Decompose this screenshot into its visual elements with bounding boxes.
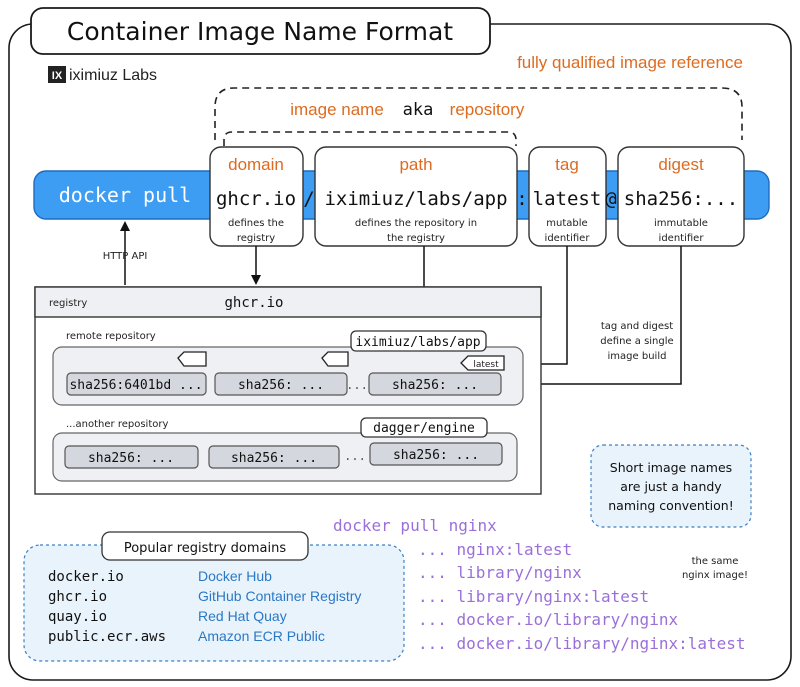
tag-icon: [177, 351, 207, 367]
domain-card: domain ghcr.io defines the registry: [209, 146, 304, 247]
domain-value: ghcr.io: [216, 188, 296, 210]
registry-domain: docker.io: [48, 569, 124, 585]
svg-text:tag and digest: tag and digest: [601, 321, 673, 332]
svg-text:sha256:6401bd ...: sha256:6401bd ...: [69, 378, 202, 393]
latest-tag-icon: [460, 355, 505, 371]
svg-text:are just a handy: are just a handy: [620, 479, 722, 494]
path-label: path: [399, 155, 432, 174]
nginx-equivalent: ... docker.io/library/nginx: [418, 610, 678, 629]
digest-chip: [208, 445, 340, 469]
another-repository-name-box: [360, 417, 488, 438]
svg-text:sha256: ...: sha256: ...: [88, 451, 174, 466]
svg-text:mutable: mutable: [546, 218, 587, 229]
svg-text:image name: image name: [290, 100, 384, 119]
fqir-bracket: [214, 87, 743, 140]
image-name-bracket: [223, 131, 517, 146]
registry-provider: Red Hat Quay: [198, 608, 287, 624]
svg-text:image build: image build: [608, 351, 667, 362]
title-box: Container Image Name Format: [30, 7, 491, 55]
svg-text:IX: IX: [52, 70, 63, 82]
fqir-label: fully qualified image reference: [517, 53, 743, 72]
digest-value: sha256:...: [624, 188, 738, 210]
tag-card: tag latest mutable identifier: [528, 146, 607, 247]
digest-chip: [368, 372, 502, 396]
nginx-note: the same: [692, 556, 739, 567]
domain-label: domain: [228, 155, 284, 174]
registry-domain: ghcr.io: [48, 589, 107, 605]
svg-text:defines the repository in: defines the repository in: [355, 218, 477, 229]
command-text: docker pull: [59, 183, 191, 207]
short-names-note: Short image names are just a handy namin…: [590, 444, 752, 528]
svg-text:sha256: ...: sha256: ...: [231, 451, 317, 466]
path-separator: :: [516, 188, 527, 210]
remote-repository-name-box: [350, 330, 487, 352]
nginx-equivalent: ... nginx:latest: [418, 540, 572, 559]
svg-text:Short image names: Short image names: [610, 460, 732, 475]
latest-tag-label: latest: [473, 360, 499, 370]
digest-card: digest sha256:... immutable identifier: [617, 146, 745, 247]
registry-provider: GitHub Container Registry: [198, 588, 361, 604]
digest-to-build-arrow: [507, 246, 682, 389]
popular-registries-panel: Popular registry domains docker.io Docke…: [23, 531, 405, 662]
digest-chip: [214, 372, 348, 396]
popular-title: Popular registry domains: [124, 541, 287, 556]
another-repository-label: ...another repository: [66, 419, 168, 430]
nginx-equivalent: ... docker.io/library/nginx:latest: [418, 634, 746, 653]
tag-value: latest: [533, 188, 602, 210]
svg-text:identifier: identifier: [545, 233, 591, 244]
logo-text: iximiuz Labs: [69, 67, 157, 84]
svg-text:sha256: ...: sha256: ...: [393, 448, 479, 463]
image-name-label: image name aka repository: [290, 100, 525, 120]
domain-separator: /: [303, 188, 314, 210]
nginx-equivalent: ... library/nginx:latest: [418, 587, 649, 606]
registry-label: registry: [49, 298, 87, 309]
svg-text:naming convention!: naming convention!: [608, 498, 733, 513]
digest-chip: [369, 442, 503, 466]
nginx-command: docker pull nginx: [333, 516, 497, 535]
digest-label: digest: [658, 155, 704, 174]
svg-text:sha256: ...: sha256: ...: [238, 378, 324, 393]
nginx-equivalent: ... library/nginx: [418, 563, 582, 582]
svg-text:immutable: immutable: [654, 218, 708, 229]
tag-label: tag: [555, 155, 579, 174]
svg-text:aka: aka: [403, 100, 434, 120]
remote-repository-name: iximiuz/labs/app: [355, 335, 480, 350]
logo: IX iximiuz Labs: [48, 66, 157, 84]
digest-chip: [64, 445, 199, 469]
http-api-label: HTTP API: [103, 251, 148, 262]
another-repository-name: dagger/engine: [373, 421, 475, 436]
logo-mark-icon: [48, 66, 66, 83]
registry-domain: quay.io: [48, 609, 107, 625]
svg-text:sha256: ...: sha256: ...: [392, 378, 478, 393]
path-card: path iximiuz/labs/app defines the reposi…: [314, 146, 518, 247]
registry-provider: Docker Hub: [198, 568, 272, 584]
registry-name: ghcr.io: [224, 295, 283, 311]
remote-repository-label: remote repository: [66, 331, 156, 342]
svg-text:identifier: identifier: [659, 233, 705, 244]
tag-separator: @: [605, 188, 616, 210]
ellipsis: ...: [346, 378, 368, 392]
tag-digest-note: tag and digest define a single image bui…: [600, 321, 673, 362]
registry-domain: public.ecr.aws: [48, 629, 166, 645]
svg-text:repository: repository: [450, 100, 525, 119]
digest-chip: [66, 372, 207, 396]
ellipsis: ...: [344, 449, 366, 463]
svg-text:defines the: defines the: [228, 218, 284, 229]
nginx-example: docker pull nginx ... nginx:latest ... l…: [333, 516, 748, 653]
page-title: Container Image Name Format: [67, 17, 453, 46]
nginx-note: nginx image!: [682, 570, 748, 581]
registry-provider: Amazon ECR Public: [198, 628, 325, 644]
svg-text:the registry: the registry: [387, 233, 445, 244]
tag-icon: [321, 351, 349, 367]
svg-text:define a single: define a single: [600, 336, 673, 347]
svg-text:registry: registry: [237, 233, 275, 244]
path-value: iximiuz/labs/app: [324, 188, 507, 210]
